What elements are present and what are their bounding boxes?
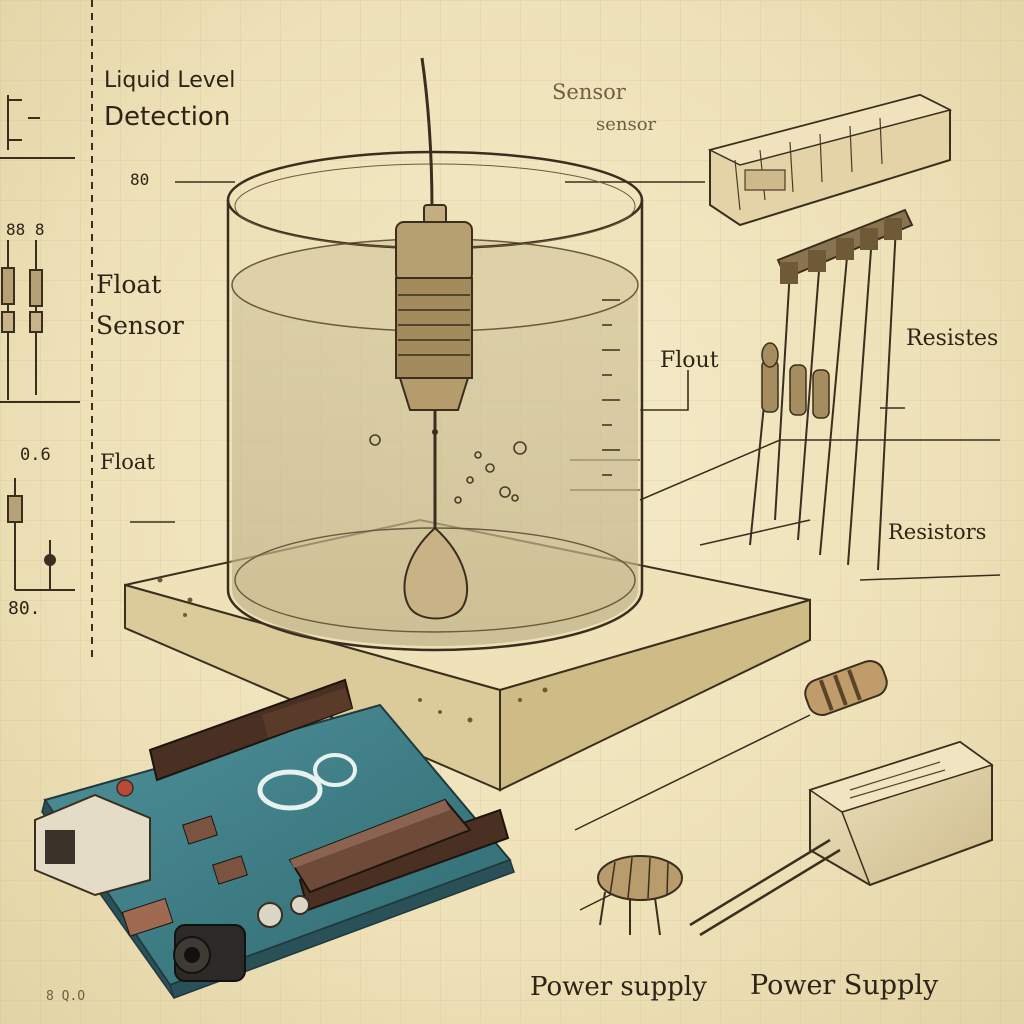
arduino-board [34,678,515,999]
resistor-array [749,208,914,571]
margin-number-80b: 80. [8,598,41,619]
float-label-right: Flout [660,348,719,373]
margin-number-80: 80 [130,170,150,189]
float-sensor [395,57,473,620]
margin-number-bottom: 8 Q.O [46,989,86,1004]
margin-number-88: 88 8 [6,220,45,239]
wires [574,439,1001,911]
resistor-single [804,660,888,716]
power-jack [173,924,246,982]
margin-number-06: 0.6 [20,445,51,465]
title-line2: Detection [104,102,231,132]
power-supply-label-1: Power supply [530,972,707,1002]
power-supply-module [689,740,994,937]
sensor-module [707,93,953,227]
resistors-label: Resistors [888,520,987,544]
resistes-label: Resistes [906,326,999,351]
float-sensor-label-line1: Float [96,270,162,299]
title-line1: Liquid Level [104,68,236,93]
margin-schematic [0,95,80,591]
power-supply-label-2: Power Supply [750,970,939,1001]
float-sensor-label-line2: Sensor [96,311,184,340]
sensor-sub-label: sensor [596,114,657,135]
inductor [597,855,683,936]
float-label-left: Float [100,450,155,474]
sensor-label: Sensor [552,80,626,104]
